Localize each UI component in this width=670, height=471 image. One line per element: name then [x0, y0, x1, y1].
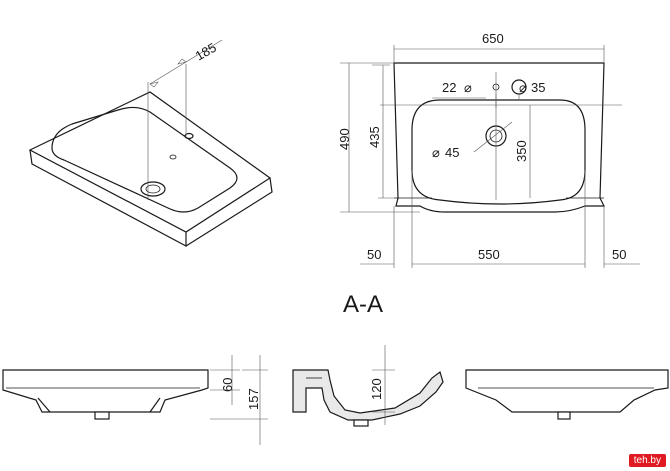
dim-35-diameter-symbol: ⌀: [519, 80, 527, 95]
dim-60-label: 60: [220, 378, 235, 392]
top-view: 650 490 435 350 22 ⌀ ⌀ 35 ⌀ 45 50 550 50: [337, 31, 640, 268]
dim-45-label: 45: [445, 145, 459, 160]
dim-490-label: 490: [337, 128, 352, 150]
dim-650-label: 650: [482, 31, 504, 46]
dim-22-diameter-symbol: ⌀: [464, 80, 472, 95]
isometric-view: 185: [28, 40, 273, 247]
side-view: [465, 369, 669, 420]
section-view: 120: [292, 345, 444, 427]
dim-157-label: 157: [246, 388, 261, 410]
section-label: A-A: [343, 291, 383, 318]
dim-45-diameter-symbol: ⌀: [432, 145, 440, 160]
front-view: 60 157: [2, 355, 268, 445]
dim-50-left-label: 50: [367, 247, 381, 262]
dim-120-label: 120: [369, 378, 384, 400]
dim-185-label: 185: [193, 40, 219, 64]
dim-22-label: 22: [442, 80, 456, 95]
dim-350-label: 350: [514, 140, 529, 162]
dim-550-label: 550: [478, 247, 500, 262]
dim-435-label: 435: [367, 126, 382, 148]
dim-50-right-label: 50: [612, 247, 626, 262]
dim-35-label: 35: [531, 80, 545, 95]
watermark-badge: teh.by: [628, 454, 666, 467]
